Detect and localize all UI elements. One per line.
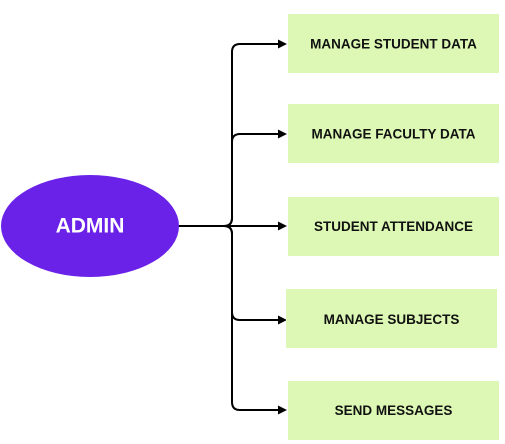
branch-box-1-rect — [288, 14, 499, 73]
branch-box-2: MANAGE FACULTY DATA — [288, 104, 499, 163]
admin-ellipse — [1, 175, 179, 277]
branch-box-1-label: MANAGE STUDENT DATA — [310, 37, 477, 52]
branch-box-5-rect — [288, 381, 499, 440]
branch-box-1: MANAGE STUDENT DATA — [288, 14, 499, 73]
branch-box-3-label: STUDENT ATTENDANCE — [314, 219, 473, 234]
branch-box-5: SEND MESSAGES — [288, 381, 499, 440]
admin-label: ADMIN — [56, 215, 125, 238]
branch-box-4-label: MANAGE SUBJECTS — [324, 312, 460, 327]
admin-node: ADMIN — [1, 175, 179, 277]
connectors — [178, 39, 287, 415]
connector-5 — [178, 225, 287, 415]
branch-box-3-rect — [288, 197, 499, 256]
branch-box-4: MANAGE SUBJECTS — [286, 289, 497, 348]
branch-box-5-label: SEND MESSAGES — [335, 403, 453, 418]
branch-box-3: STUDENT ATTENDANCE — [288, 197, 499, 256]
branch-box-4-rect — [286, 289, 497, 348]
connector-2 — [178, 129, 287, 227]
branch-box-2-label: MANAGE FACULTY DATA — [312, 127, 476, 142]
branch-box-2-rect — [288, 104, 499, 163]
